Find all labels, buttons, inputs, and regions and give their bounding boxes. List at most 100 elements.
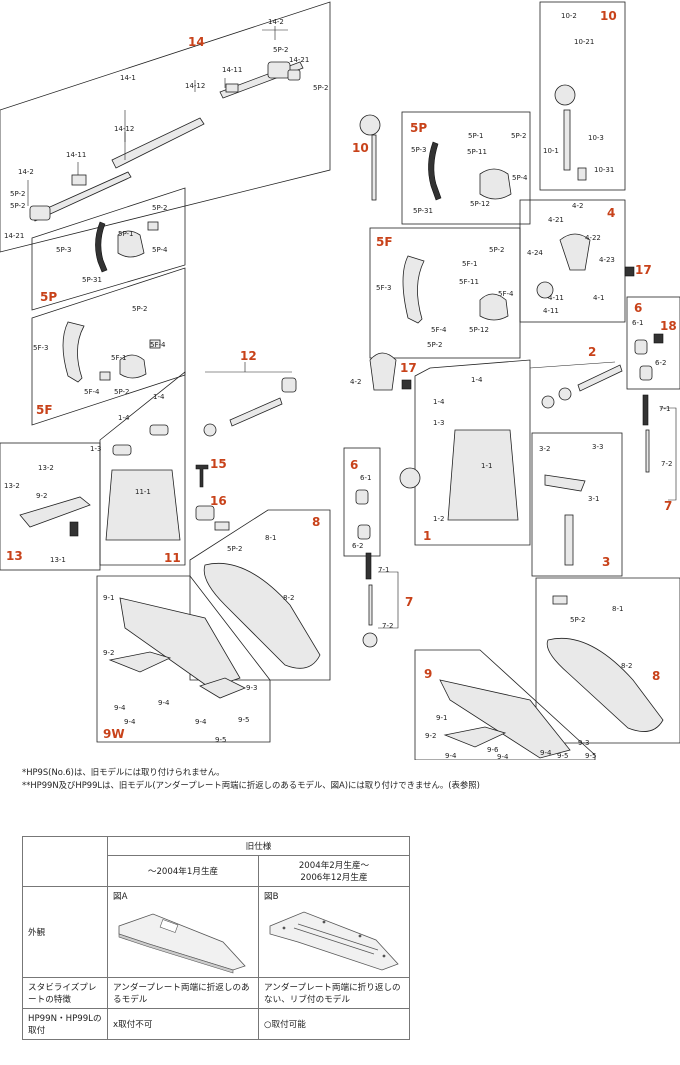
part-number-label: 7-1	[378, 566, 389, 574]
part-number-label: 5F-1	[111, 354, 126, 362]
part-number-label: 1-3	[433, 419, 444, 427]
section-8-left: 8 8-1 5P-2 8-2	[189, 509, 331, 681]
section-number: 18	[660, 319, 677, 333]
part-number-label: 5P-2	[427, 341, 443, 349]
section-7-right: 7 7-1 7-2	[642, 394, 677, 513]
part-number-label: 3-2	[539, 445, 550, 453]
part-number-label: 6-1	[360, 474, 371, 482]
part-number-label: 9-4	[124, 718, 136, 726]
part-number-label: 10-31	[594, 166, 614, 174]
part-number-label: 5F-4	[431, 326, 447, 334]
figure-a-image	[118, 913, 246, 974]
table-row: スタビライズプレートの特徴 アンダープレート両端に折返しのあるモデル アンダープ…	[22, 977, 410, 1009]
part-number-label: 9-2	[36, 492, 47, 500]
part-number-label: 5F-11	[459, 278, 479, 286]
section-6-right: 6 6-1 6-2	[626, 296, 680, 390]
part-number-label: 5P-31	[82, 276, 102, 284]
section-number: 5P	[410, 121, 427, 135]
part-number-label: 4-21	[548, 216, 564, 224]
col1-header: ～2004年1月生産	[107, 855, 259, 887]
section-10-top: 10 10-2 10-21 10-1 10-3 10-31	[539, 1, 626, 191]
section-number: 15	[210, 457, 227, 471]
part-number-label: 4-1	[593, 294, 604, 302]
section-number: 11	[164, 551, 181, 565]
part-number-label: 5F-4	[150, 341, 166, 349]
section-number: 10	[352, 141, 369, 155]
part-number-label: 9-6	[487, 746, 499, 754]
part-number-label: 9-4	[114, 704, 126, 712]
part-number-label: 8-2	[283, 594, 294, 602]
section-number: 3	[602, 555, 610, 569]
figure-b-image	[269, 911, 399, 971]
part-number-label: 13-2	[4, 482, 20, 490]
section-number: 7	[664, 499, 672, 513]
section-3: 3 3-2 3-3 3-1	[531, 432, 623, 577]
section-number: 6	[634, 301, 642, 315]
section-17a: 17	[624, 263, 652, 277]
section-number: 10	[600, 9, 617, 23]
part-number-label: 6-2	[655, 359, 666, 367]
part-number-label: 1-4	[118, 414, 130, 422]
part-number-label: 5P-2	[132, 305, 148, 313]
section-17b: 17	[400, 361, 417, 390]
part-number-label: 5F-4	[84, 388, 100, 396]
part-number-label: 10-1	[543, 147, 559, 155]
part-number-label: 7-2	[382, 622, 393, 630]
part-number-label: 11-1	[135, 488, 151, 496]
part-number-label: 14-21	[4, 232, 24, 240]
part-number-label: 3-3	[592, 443, 603, 451]
table-row: HP99N・HP99Lの取付 x取付不可 ○取付可能	[22, 1008, 410, 1040]
section-6-left: 6 6-1 6-2	[343, 447, 381, 557]
part-number-label: 9-1	[103, 594, 114, 602]
part-number-label: 1-4	[433, 398, 445, 406]
part-number-label: 5P-1	[468, 132, 484, 140]
part-number-label: 5P-11	[467, 148, 487, 156]
part-number-label: 7-1	[659, 405, 670, 413]
part-number-label: 4-2	[350, 378, 361, 386]
part-number-label: 5P-3	[56, 246, 72, 254]
section-number: 4	[607, 206, 615, 220]
part-number-label: 1-4	[471, 376, 483, 384]
section-number: 8	[652, 669, 660, 683]
part-number-label: 9-5	[238, 716, 249, 724]
spec-table: 旧仕様 ～2004年1月生産 2004年2月生産～ 2006年12月生産 外観 …	[22, 836, 410, 1040]
section-9-right: 9 9-1 9-2 9-6 9-4 9-4 9-4 9-3 9-5 9-5	[414, 649, 596, 760]
part-number-label: 5P-4	[152, 246, 168, 254]
header-group: 旧仕様	[107, 836, 410, 856]
part-number-label: 10-3	[588, 134, 604, 142]
col2-header: 2004年2月生産～ 2006年12月生産	[258, 855, 410, 887]
section-number: 8	[312, 515, 320, 529]
section-number: 13	[6, 549, 23, 563]
table-header-row: 旧仕様	[22, 836, 410, 856]
section-5f-left: 5F 5P-2 5F-4 5F-3 5F-1 5F-4 5P-2	[31, 267, 186, 426]
part-number-label: 14-12	[185, 82, 205, 90]
part-number-label: 6-1	[632, 319, 643, 327]
figure-a-label: 図A	[113, 892, 128, 902]
part-number-label: 5F-3	[33, 344, 48, 352]
part-number-label: 9-2	[425, 732, 436, 740]
part-number-label: 5P-1	[118, 230, 134, 238]
part-number-label: 1-1	[481, 462, 492, 470]
part-number-label: 1-2	[433, 515, 444, 523]
part-number-label: 9-4	[195, 718, 207, 726]
row-label: スタビライズプレートの特徴	[22, 977, 108, 1009]
note-1: *HP9S(No.6)は、旧モデルには取り付けられません。	[22, 767, 225, 777]
section-11: 11 1-4 1-4 1-3 11-1	[90, 371, 186, 566]
part-number-label: 14-2	[18, 168, 34, 176]
part-number-label: 5P-4	[512, 174, 528, 182]
part-number-label: 5P-12	[470, 200, 490, 208]
part-number-label: 13-2	[38, 464, 54, 472]
part-number-label: 5P-12	[469, 326, 489, 334]
part-number-label: 5P-2	[227, 545, 243, 553]
part-number-label: 9-5	[215, 736, 226, 744]
row-label: 外観	[22, 886, 108, 978]
part-number-label: 1-4	[153, 393, 165, 401]
part-number-label: 5P-2	[273, 46, 289, 54]
part-number-label: 4-2	[572, 202, 583, 210]
part-number-label: 1-3	[90, 445, 101, 453]
part-number-label: 5P-31	[413, 207, 433, 215]
section-13: 13 13-2 13-2 9-2 13-1	[0, 442, 101, 571]
section-8-right: 8 8-1 5P-2 8-2	[535, 577, 680, 744]
section-15: 15	[195, 457, 227, 488]
note-2: **HP99N及びHP99Lは、旧モデル(アンダープレート両端に折返しのあるモデ…	[22, 780, 480, 790]
